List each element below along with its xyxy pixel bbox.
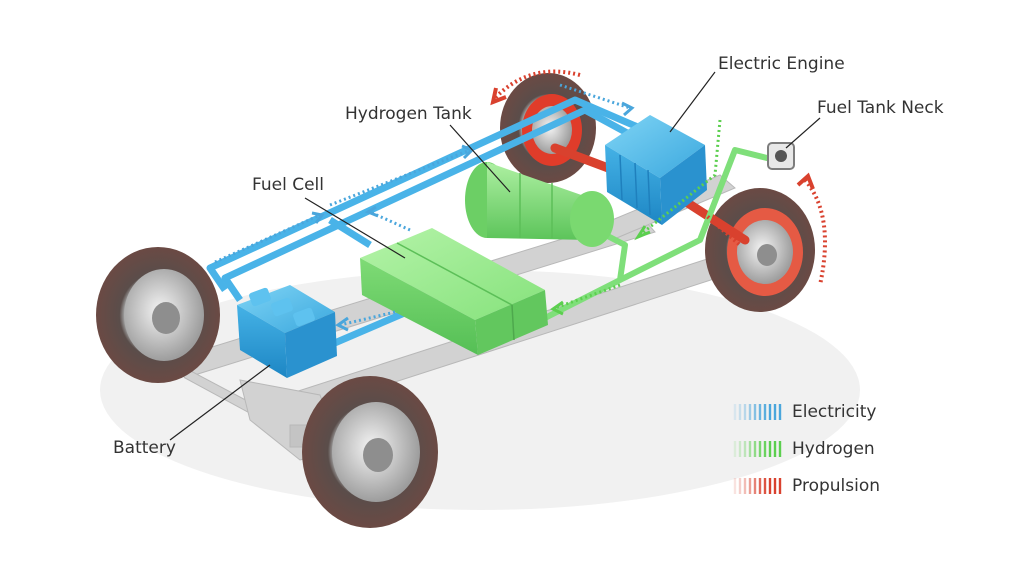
- leader-battery: [169, 364, 271, 441]
- leader-hydrogen-tank: [449, 124, 511, 193]
- fuel-cell-stack: [360, 228, 548, 355]
- hydrogen-flow-arrows: [550, 119, 722, 316]
- wheel-front-right: [705, 188, 815, 312]
- callout-lines: [169, 71, 821, 441]
- hydrogen-tank: [465, 162, 614, 247]
- legend-swatches: [733, 404, 782, 494]
- electric-engine: [605, 115, 707, 225]
- leader-fuel-cell: [304, 197, 406, 259]
- label-hydrogen-tank: Hydrogen Tank: [345, 104, 472, 124]
- label-battery: Battery: [113, 438, 176, 458]
- electric-wiring: [206, 96, 642, 349]
- legend-label-electricity: Electricity: [792, 402, 877, 422]
- leader-fuel-tank-neck: [785, 117, 821, 149]
- wheel-rear-left: [96, 247, 220, 383]
- label-electric-engine: Electric Engine: [718, 54, 845, 74]
- battery-pack: [237, 285, 337, 378]
- legend-swatch-propulsion: [733, 478, 782, 494]
- label-fuel-tank-neck: Fuel Tank Neck: [817, 98, 944, 118]
- label-fuel-cell: Fuel Cell: [252, 175, 324, 195]
- legend-swatch-hydrogen: [733, 441, 782, 457]
- fuel-tank-neck: [767, 142, 795, 170]
- propulsion-flow-arrows: [490, 69, 827, 286]
- leader-electric-engine: [669, 71, 716, 133]
- legend-swatch-electricity: [733, 404, 782, 420]
- wheel-front-left: [302, 376, 438, 528]
- legend-label-propulsion: Propulsion: [792, 476, 881, 496]
- electricity-flow-arrows: [214, 83, 635, 332]
- legend-label-hydrogen: Hydrogen: [792, 439, 875, 459]
